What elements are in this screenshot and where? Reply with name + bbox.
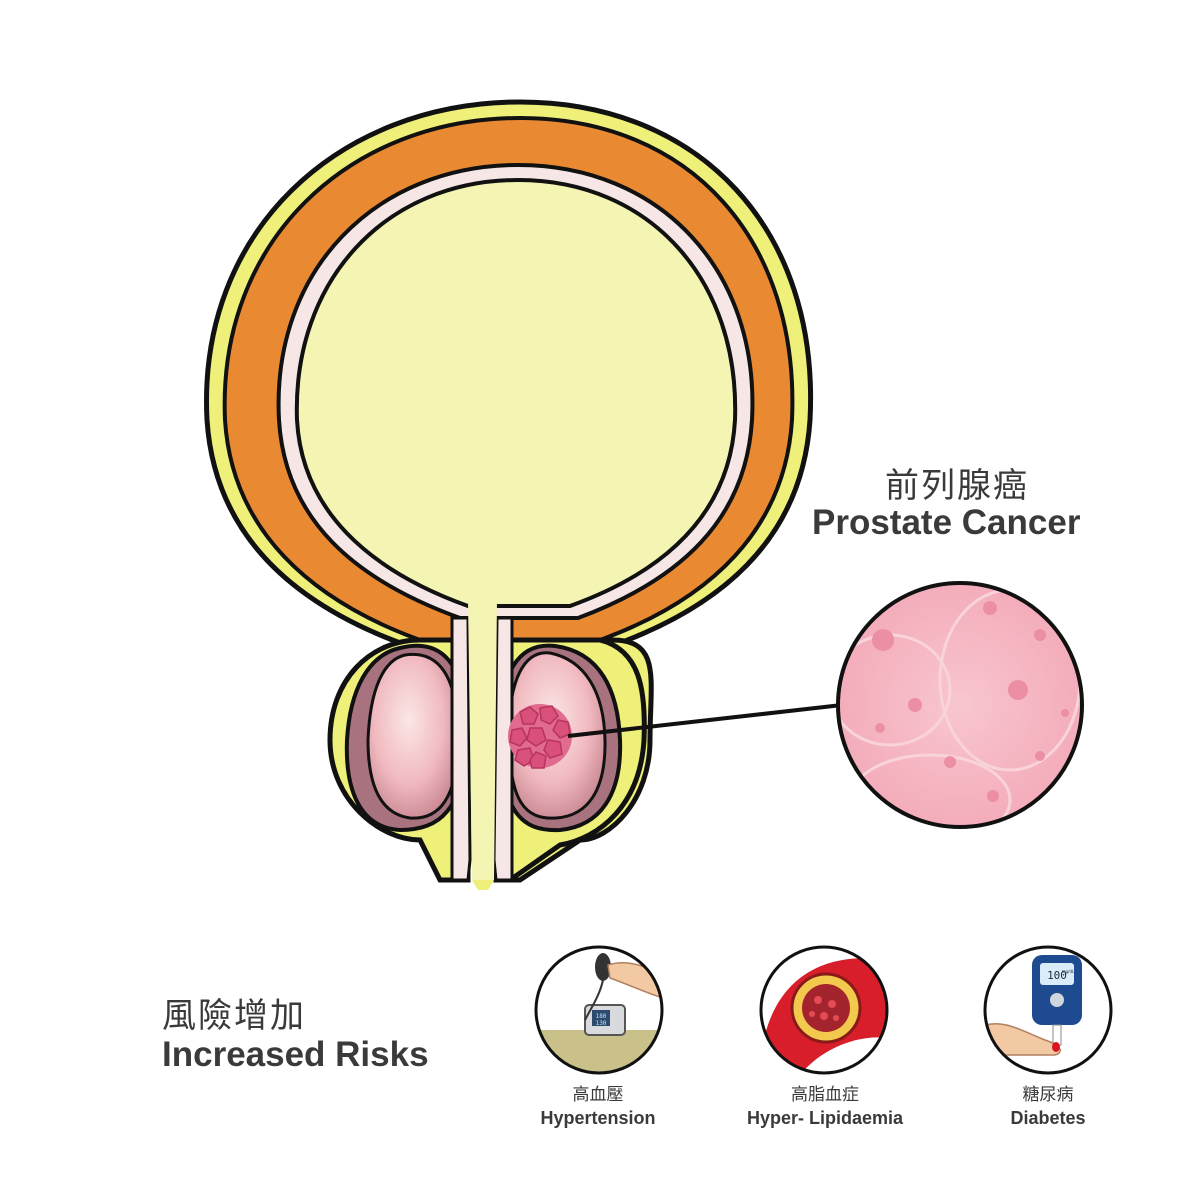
- tissue-magnified: [836, 581, 1084, 829]
- risk-label-en: Hyper- Lipidaemia: [746, 1108, 904, 1128]
- risk-item-diabetes: 糖尿病 Diabetes: [948, 1083, 1148, 1129]
- prostate-cancer-label-zh: 前列腺癌: [885, 466, 1029, 506]
- svg-text:180: 180: [596, 1013, 607, 1020]
- bladder-lumen: [294, 177, 738, 608]
- artery-plaque-icon: [759, 945, 889, 1075]
- callout-line: [567, 703, 843, 738]
- risk-label-zh: 高脂血症: [791, 1085, 859, 1105]
- tumor: [508, 704, 572, 769]
- prostate-cancer-label-en: Prostate Cancer: [812, 503, 1081, 542]
- risk-item-hypertension: 高血壓 Hypertension: [498, 1083, 698, 1129]
- risk-label-en: Diabetes: [1010, 1108, 1086, 1128]
- svg-text:100: 100: [1047, 969, 1067, 982]
- prostate: [327, 600, 654, 890]
- risk-label-zh: 糖尿病: [1022, 1085, 1074, 1105]
- increased-risks-heading-zh: 風險增加: [162, 996, 306, 1036]
- glucose-meter-icon: 100: [983, 945, 1113, 1075]
- urethra: [450, 616, 472, 882]
- bladder: [204, 99, 814, 663]
- risk-item-lipidaemia: 高脂血症 Hyper- Lipidaemia: [725, 1083, 925, 1129]
- risk-label-en: Hypertension: [540, 1108, 656, 1128]
- risk-label-zh: 高血壓: [572, 1085, 624, 1105]
- svg-text:130: 130: [596, 1020, 607, 1027]
- blood-pressure-monitor-icon: 180 130: [534, 945, 664, 1075]
- increased-risks-heading-en: Increased Risks: [162, 1035, 429, 1074]
